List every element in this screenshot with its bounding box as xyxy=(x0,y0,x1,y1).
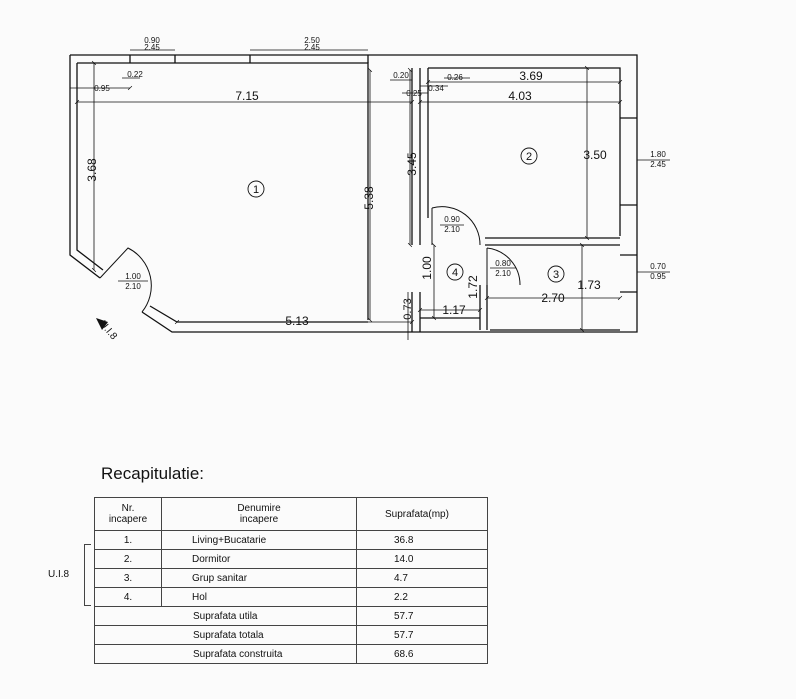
row-area: 14.0 xyxy=(356,549,488,569)
room-number-1: 1 xyxy=(253,184,259,196)
recap-table: Nr. incapere Denumire incapere Suprafata… xyxy=(94,497,488,664)
table-row: 2. Dormitor 14.0 xyxy=(94,549,488,569)
door-label-width: 0.90 xyxy=(444,215,460,224)
dim-label: 0.25 xyxy=(406,89,422,98)
row-nr: 3. xyxy=(94,568,162,588)
door-label-width: 1.00 xyxy=(125,272,141,281)
window-label-height: 2.45 xyxy=(144,43,160,52)
dim-label: 3.50 xyxy=(583,148,607,162)
row-nr: 1. xyxy=(94,530,162,550)
total-label: Suprafata totala xyxy=(94,625,357,645)
room-number-2: 2 xyxy=(526,151,532,163)
door-label-width: 0.80 xyxy=(495,259,511,268)
dim-label: 5.13 xyxy=(285,314,309,328)
dim-label: 3.69 xyxy=(519,69,543,83)
dim-label: 7.15 xyxy=(235,89,259,103)
window-label-width: 1.80 xyxy=(650,150,666,159)
dimension-lines xyxy=(70,49,670,340)
table-row: 3. Grup sanitar 4.7 xyxy=(94,568,488,588)
dim-label: 0.22 xyxy=(127,70,143,79)
room-marker-1 xyxy=(247,180,265,198)
room-number-4: 4 xyxy=(452,267,458,279)
floor-plan: 1 2 3 4 0.90 2.45 2.50 2.45 1.80 2.45 0.… xyxy=(69,36,670,342)
door-label-height: 2.10 xyxy=(444,225,460,234)
dim-label: 1.73 xyxy=(577,278,601,292)
total-label: Suprafata utila xyxy=(94,606,357,626)
window-label-height: 0.95 xyxy=(650,272,666,281)
window-label-height: 2.45 xyxy=(650,160,666,169)
header-area: Suprafata(mp) xyxy=(356,497,488,531)
row-name: Hol xyxy=(161,587,357,607)
total-row: Suprafata construita 68.6 xyxy=(94,644,488,664)
row-area: 4.7 xyxy=(356,568,488,588)
window-label-width: 0.90 xyxy=(144,36,160,45)
table-row: 4. Hol 2.2 xyxy=(94,587,488,607)
total-value: 57.7 xyxy=(356,625,488,645)
door-swings xyxy=(99,206,521,313)
room-marker-4 xyxy=(446,263,464,281)
dim-label: 1.00 xyxy=(420,256,434,280)
dim-label: 0.95 xyxy=(94,84,110,93)
table-row: 1. Living+Bucatarie 36.8 xyxy=(94,530,488,550)
dim-label: 2.70 xyxy=(541,291,565,305)
table-header-row: Nr. incapere Denumire incapere Suprafata… xyxy=(94,497,488,531)
total-value: 57.7 xyxy=(356,606,488,626)
row-nr: 2. xyxy=(94,549,162,569)
total-row: Suprafata totala 57.7 xyxy=(94,625,488,645)
dim-label: 1.17 xyxy=(442,303,466,317)
header-nr: Nr. incapere xyxy=(94,497,162,531)
row-name: Grup sanitar xyxy=(161,568,357,588)
row-name: Dormitor xyxy=(161,549,357,569)
total-value: 68.6 xyxy=(356,644,488,664)
header-name: Denumire incapere xyxy=(161,497,357,531)
dim-label: 5.38 xyxy=(362,186,376,210)
row-area: 2.2 xyxy=(356,587,488,607)
row-nr: 4. xyxy=(94,587,162,607)
room-marker-3 xyxy=(547,265,565,283)
dim-label: 3.45 xyxy=(405,152,419,176)
unit-bracket xyxy=(84,544,91,606)
window-label-height: 2.45 xyxy=(304,43,320,52)
door-label-height: 2.10 xyxy=(125,282,141,291)
dim-label: 0.34 xyxy=(428,84,444,93)
row-area: 36.8 xyxy=(356,530,488,550)
recap-title: Recapitulatie: xyxy=(101,464,205,483)
dim-label: 1.72 xyxy=(466,275,480,299)
dim-label: 0.20 xyxy=(393,71,409,80)
dim-label: 0.73 xyxy=(402,298,414,319)
dim-label: 0.26 xyxy=(447,73,463,82)
unit-label: U.I.8 xyxy=(48,569,70,580)
dim-label: 4.03 xyxy=(508,89,532,103)
total-label: Suprafata construita xyxy=(94,644,357,664)
door-label-height: 2.10 xyxy=(495,269,511,278)
dim-label: 3.68 xyxy=(85,158,99,182)
window-label-width: 2.50 xyxy=(304,36,320,45)
room-number-3: 3 xyxy=(553,269,559,281)
entrance-arrow xyxy=(96,318,108,330)
total-row: Suprafata utila 57.7 xyxy=(94,606,488,626)
room-marker-2 xyxy=(520,147,538,165)
room-markers xyxy=(247,147,565,283)
row-name: Living+Bucatarie xyxy=(161,530,357,550)
window-label-width: 0.70 xyxy=(650,262,666,271)
